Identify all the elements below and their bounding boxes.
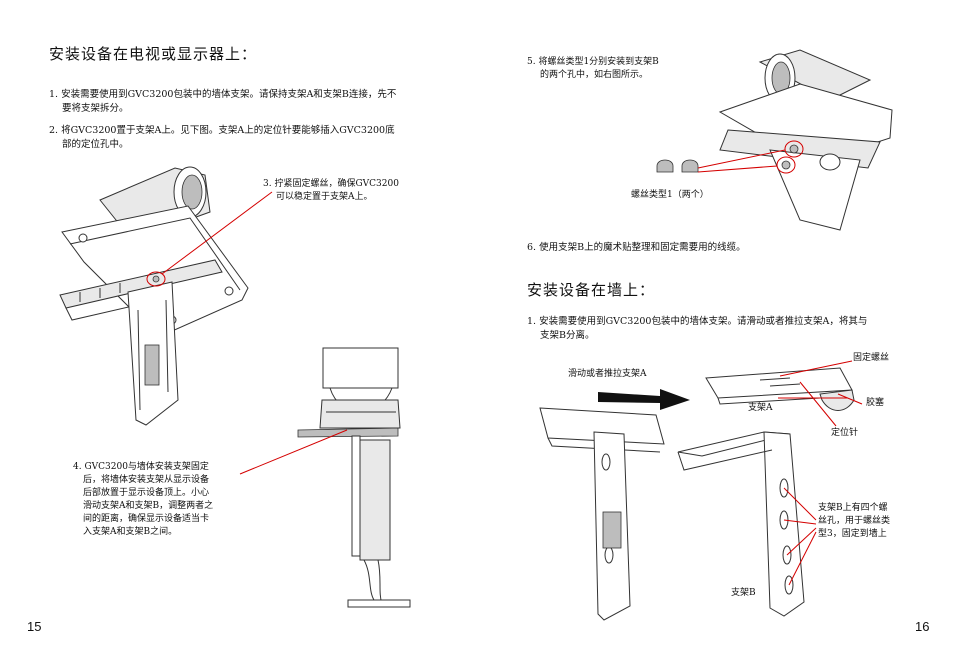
display-mounted-figure [239, 347, 411, 608]
camera-base [61, 205, 249, 333]
bracket-plate [297, 427, 399, 438]
step-3: 3. 拧紧固定螺丝，确保GVC3200 可以稳定置于支架A上。 [263, 178, 438, 204]
step-5: 5. 将螺丝类型1分别安装到支架B 的两个孔中，如右图所示。 [527, 56, 707, 82]
fix-screw-label: 固定螺丝 [853, 353, 890, 363]
step-4-line-2: 后，将墙体安装支架从显示设备 [83, 475, 210, 485]
bracket-a-with-b [539, 407, 665, 445]
callout-fix-screw [779, 360, 853, 377]
step-4-line-4: 滑动支架A和支架B，调整两者之 [83, 501, 214, 511]
step-3-line-1: 3. 拧紧固定螺丝，确保GVC3200 [263, 179, 399, 189]
bracket-b-right [763, 431, 805, 617]
slide-arrow [598, 389, 690, 410]
rubber-plug-label: 胶塞 [866, 398, 885, 408]
screw-2 [681, 159, 699, 173]
step-1-line-2: 要将支架拆分。 [62, 103, 129, 114]
bracket-b-note: 支架B上有四个螺 丝孔，用于螺丝类 型3，固定到墙上 [818, 502, 913, 541]
step-2-line-2: 部的定位孔中。 [62, 139, 129, 150]
step-6: 6. 使用支架B上的魔术贴整理和固定需要用的线缆。 [527, 242, 746, 253]
bracket-b-note-line-2: 丝孔，用于螺丝类 [818, 516, 891, 526]
screw-type-label: 螺丝类型1（两个） [631, 190, 709, 200]
step-3-line-2: 可以稳定置于支架A上。 [276, 192, 373, 202]
pin-label: 定位针 [831, 428, 859, 438]
step-5-line-1: 5. 将螺丝类型1分别安装到支架B [527, 57, 659, 67]
wall-mount-figure [539, 360, 863, 621]
section-title-wall-mount: 安装设备在墙上： [527, 281, 656, 299]
step-1: 1. 安装需要使用到GVC3200包装中的墙体支架。请保持支架A和支架B连接，先… [49, 88, 439, 116]
bracket-a-label: 支架A [748, 403, 773, 413]
callout-line-step4 [239, 429, 348, 475]
callout-line-step3 [161, 191, 273, 275]
step-4-line-3: 后部放置于显示设备顶上。小心 [83, 488, 210, 498]
step-1-line-1: 1. 安装需要使用到GVC3200包装中的墙体支架。请保持支架A和支架B连接，先… [49, 89, 397, 100]
screw-1 [656, 159, 674, 173]
page-number-right: 16 [915, 619, 930, 634]
callout-pin [799, 381, 837, 427]
step-2: 2. 将GVC3200置于支架A上。见下图。支架A上的定位针要能够插入GVC32… [49, 124, 439, 152]
camera-front [322, 347, 399, 389]
slide-label: 滑动或者推拉支架A [568, 369, 647, 379]
step-4: 4. GVC3200与墙体安装支架固定 后，将墙体安装支架从显示设备 后部放置于… [73, 461, 243, 539]
step-2-line-1: 2. 将GVC3200置于支架A上。见下图。支架A上的定位针要能够插入GVC32… [49, 125, 395, 136]
callout-hole-3 [786, 527, 817, 556]
display-stand [347, 599, 411, 608]
screw-install-figure [656, 49, 893, 231]
screw-highlight-circle [146, 271, 166, 287]
rubber-plug [819, 389, 855, 411]
callout-hole-4 [788, 531, 817, 586]
display-panel [351, 435, 361, 557]
step-5-line-2: 的两个孔中，如右图所示。 [540, 70, 649, 80]
bracket-b-note-line-3: 型3，固定到墙上 [818, 529, 887, 539]
section-title-tv-mount: 安装设备在电视或显示器上： [49, 45, 258, 63]
callout-hole-2 [783, 519, 817, 525]
camera-lens [181, 174, 203, 210]
step-4-line-6: 入支架A和支架B之间。 [83, 527, 178, 537]
step-4-line-5: 间的距离，确保显示设备适当卡 [83, 514, 210, 524]
bracket-b-note-line-1: 支架B上有四个螺 [818, 503, 888, 513]
bracket-b-label: 支架B [731, 588, 756, 598]
step-4-line-1: 4. GVC3200与墙体安装支架固定 [73, 462, 209, 472]
callout-line-screw-a [697, 149, 786, 169]
wall-step-1-line-2: 支架B分离。 [540, 330, 595, 341]
wall-step-1: 1. 安装需要使用到GVC3200包装中的墙体支架。请滑动或者推拉支架A，将其与… [527, 315, 927, 343]
callout-rubber [837, 393, 863, 405]
callout-hole-1 [783, 487, 817, 521]
page-number-left: 15 [27, 619, 42, 634]
wall-step-1-line-1: 1. 安装需要使用到GVC3200包装中的墙体支架。请滑动或者推拉支架A，将其与 [527, 316, 868, 327]
bracket-b-profile [359, 439, 391, 561]
camera-lower-body [319, 399, 401, 429]
callout-line-screw-b [697, 165, 778, 173]
camera-on-bracket-figure [59, 166, 273, 426]
